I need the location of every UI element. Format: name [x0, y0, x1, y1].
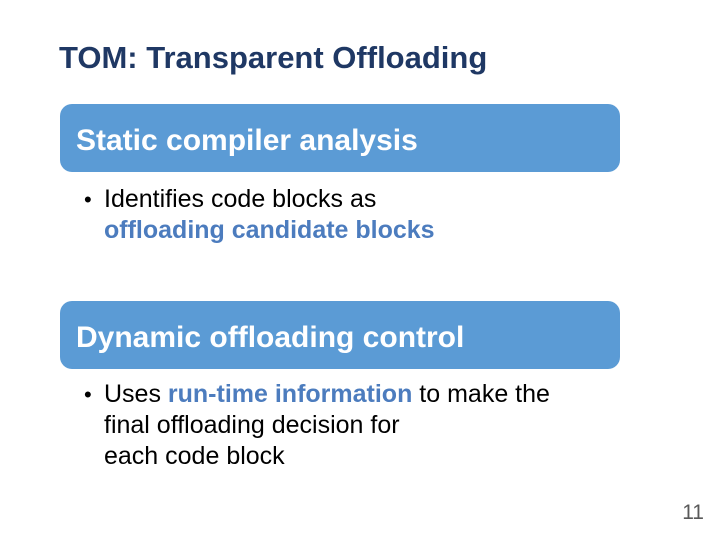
- slide-title: TOM: Transparent Offloading: [59, 40, 488, 75]
- bullet-line-plain: Identifies code blocks as: [104, 185, 377, 213]
- section-header-box-dynamic-control: Dynamic offloading control: [60, 301, 620, 369]
- bullet-line-accent: offloading candidate blocks: [104, 216, 435, 244]
- section-header-label: Static compiler analysis: [76, 124, 418, 157]
- bullet-dynamic-control: • Uses run-time information to make the …: [84, 379, 550, 472]
- bullet-line-plain: final offloading decision for: [104, 411, 400, 439]
- bullet-text: Uses run-time information to make the fi…: [104, 379, 550, 472]
- section-header-label: Dynamic offloading control: [76, 321, 465, 354]
- bullet-segment-accent: run-time information: [167, 380, 413, 408]
- bullet-segment-tail: to make the: [412, 380, 550, 408]
- section-header-box-static-analysis: Static compiler analysis: [60, 104, 620, 172]
- bullet-segment-plain: Uses: [104, 380, 168, 408]
- bullet-text: Identifies code blocks as offloading can…: [104, 184, 435, 246]
- bullet-dot: •: [84, 382, 92, 407]
- page-number: 11: [682, 501, 704, 524]
- bullet-dot: •: [84, 187, 92, 212]
- bullet-static-analysis: • Identifies code blocks as offloading c…: [84, 184, 435, 246]
- bullet-line-plain: each code block: [104, 442, 285, 470]
